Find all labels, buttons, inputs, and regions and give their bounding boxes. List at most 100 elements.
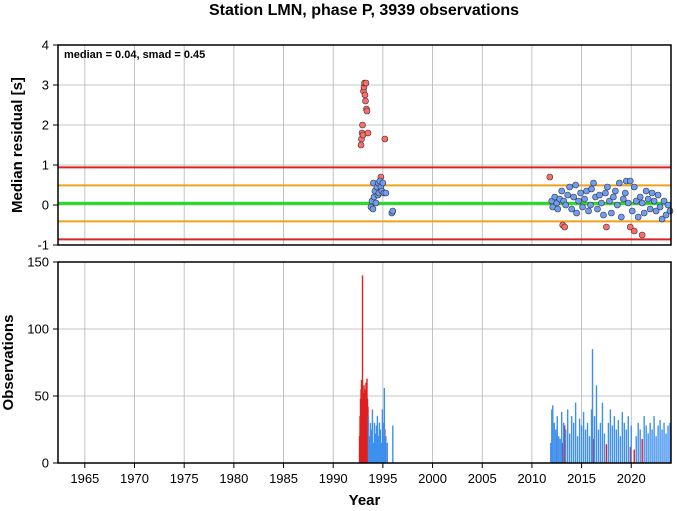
y-tick-label: 2 (42, 118, 49, 133)
y-tick-label: 0 (42, 456, 49, 471)
observations-frame (57, 261, 672, 464)
residual-point (610, 193, 617, 201)
observation-bar (368, 436, 371, 463)
residual-point (357, 141, 365, 149)
residual-point (381, 135, 389, 143)
residual-point (608, 209, 615, 217)
residual-point (621, 189, 629, 197)
residual-point (546, 173, 554, 181)
residual-point (363, 107, 371, 115)
observation-bar (574, 402, 577, 463)
observation-bar (637, 422, 639, 463)
residual-point (640, 209, 648, 217)
observation-bar (653, 416, 655, 463)
residual-point (372, 199, 380, 207)
observations-y-axis-label: Observations (0, 315, 17, 411)
observation-bar (369, 422, 372, 463)
observation-bar (595, 385, 598, 463)
x-tick-label: 1970 (120, 471, 149, 486)
x-tick-label: 2005 (468, 471, 497, 486)
observation-bar (665, 433, 667, 463)
residual-point (566, 183, 573, 191)
residual-point (570, 193, 577, 201)
residual-point (389, 207, 397, 215)
residual-point (620, 195, 627, 203)
observation-bar (361, 275, 364, 463)
y-tick-label: 150 (27, 255, 49, 270)
observation-bar (623, 422, 626, 463)
observation-bar (372, 442, 375, 463)
x-tick-label: 2015 (567, 471, 596, 486)
observation-bar (588, 436, 591, 463)
observation-bar (561, 412, 563, 463)
observation-bar (611, 425, 614, 463)
observation-bar (592, 438, 595, 463)
observation-bar (380, 442, 383, 463)
residual-point (562, 201, 569, 209)
reference-lines (58, 166, 671, 241)
observation-bar (377, 436, 380, 463)
observation-bar (559, 438, 561, 463)
observation-bar (558, 436, 560, 463)
residual-point (572, 181, 579, 189)
observation-bar (584, 429, 587, 463)
observation-bar (599, 422, 602, 463)
observation-bar (563, 422, 565, 463)
residual-point (362, 97, 369, 105)
residual-point (594, 205, 601, 213)
observation-bar (627, 416, 629, 463)
residual-point (630, 183, 638, 191)
y-tick-label: 100 (27, 322, 49, 337)
residual-point (369, 205, 377, 213)
x-tick-label: 1995 (368, 471, 397, 486)
residual-point (554, 205, 562, 213)
observation-bar (649, 422, 651, 463)
residual-point (568, 205, 575, 213)
chart-title: Station LMN, phase P, 3939 observations (209, 2, 519, 19)
y-tick-label: 1 (42, 158, 49, 173)
observation-bar (570, 416, 573, 463)
residual-point (654, 191, 662, 199)
observation-bar (641, 438, 643, 463)
residual-point (656, 203, 664, 211)
residual-point (652, 207, 660, 215)
residual-point (616, 179, 623, 187)
residual-point (666, 207, 674, 215)
residual-point (662, 211, 670, 219)
observation-bar (386, 442, 389, 463)
observation-bar (659, 420, 661, 463)
y-tick-label: -1 (37, 238, 49, 253)
observation-bar (661, 429, 663, 463)
observation-bar (572, 422, 575, 463)
observation-bar (655, 436, 657, 463)
observation-bar (385, 436, 387, 463)
residual-point (590, 179, 597, 187)
residual-point (614, 201, 621, 209)
observation-bar (392, 425, 394, 463)
x-tick-label: 1965 (70, 471, 99, 486)
observation-bar (383, 387, 386, 463)
observation-bar (619, 436, 622, 463)
observation-bar (645, 425, 647, 463)
residual-point (600, 211, 607, 219)
observation-bar (378, 422, 381, 463)
observation-bar (590, 409, 593, 463)
residual-point (624, 199, 632, 207)
observation-bar (586, 422, 589, 463)
observation-bar (551, 409, 553, 463)
x-tick-label: 2010 (517, 471, 546, 486)
residual-frame (57, 44, 672, 246)
residual-point (638, 231, 646, 239)
observation-bar (621, 412, 624, 463)
observation-bar (564, 429, 567, 463)
residual-point (606, 197, 613, 205)
observation-bar (647, 433, 649, 463)
observation-bar (643, 416, 645, 463)
observation-bar (617, 420, 620, 463)
residual-point (642, 187, 650, 195)
residual-point (658, 215, 666, 223)
residual-point (579, 203, 586, 211)
